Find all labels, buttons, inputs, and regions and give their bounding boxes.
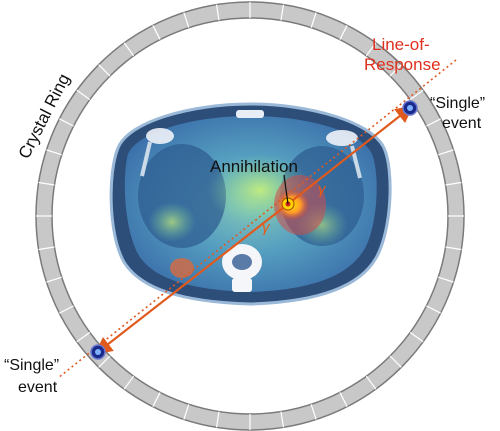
ring-segment-divider (426, 118, 441, 127)
ring-segment-divider (38, 181, 55, 186)
gamma-ray-arrow-upper (287, 105, 414, 205)
ring-segment-divider (183, 12, 190, 28)
event-label-upper: event (442, 115, 482, 132)
line-of-response-label-line1: Line-of- (372, 35, 430, 54)
ring-segment-divider (409, 89, 424, 101)
ring-segment-divider (280, 4, 285, 21)
single-event-label-upper: “Single” (430, 95, 485, 112)
gamma-label-upper: γ (318, 181, 327, 198)
ring-segment-divider (310, 12, 317, 28)
ring-segment-divider (426, 305, 441, 314)
ring-segment-divider (365, 42, 377, 57)
detector-upper (402, 100, 418, 116)
annihilation-label: Annihilation (210, 157, 298, 176)
ring-segment-divider (445, 181, 462, 186)
ring-segment-divider (183, 404, 190, 420)
ring-segment-divider (76, 331, 91, 343)
annihilation-point (281, 174, 295, 211)
single-event-label-lower: “Single” (4, 357, 59, 374)
ring-segment-divider (438, 276, 454, 283)
gamma-ray-arrow-lower (94, 203, 289, 355)
sternum (236, 110, 264, 118)
ring-segment-divider (280, 411, 285, 428)
ring-segment-divider (310, 404, 317, 420)
ring-segment-divider (389, 355, 402, 368)
ring-segment-divider (215, 4, 220, 21)
spine (222, 244, 262, 292)
ring-segment-divider (98, 355, 111, 368)
ring-segment-divider (215, 411, 220, 428)
ring-segment-divider (59, 305, 74, 314)
gamma-label-lower: γ (262, 219, 271, 236)
ring-segment-divider (445, 246, 462, 251)
ring-segment-divider (438, 149, 454, 156)
ring-segment-divider (59, 118, 74, 127)
ring-segment-divider (123, 375, 135, 390)
ring-segment-divider (339, 392, 348, 407)
ring-segment-divider (46, 149, 62, 156)
ring-segment-divider (152, 392, 161, 407)
ring-segment-divider (76, 89, 91, 101)
ring-segment-divider (38, 246, 55, 251)
ring-segment-divider (123, 42, 135, 57)
ring-segment-divider (389, 64, 402, 77)
ring-segment-divider (339, 25, 348, 40)
torso-scan-image (109, 102, 392, 306)
detector-lower (90, 344, 106, 360)
line-of-response-label-line2: Response (364, 55, 441, 74)
ring-segment-divider (409, 331, 424, 343)
ring-segments (36, 2, 464, 430)
ring-segment-divider (365, 375, 377, 390)
ring-segment-divider (152, 25, 161, 40)
ring-segment-divider (46, 276, 62, 283)
event-label-lower: event (18, 379, 58, 396)
ring-segment-divider (98, 64, 111, 77)
